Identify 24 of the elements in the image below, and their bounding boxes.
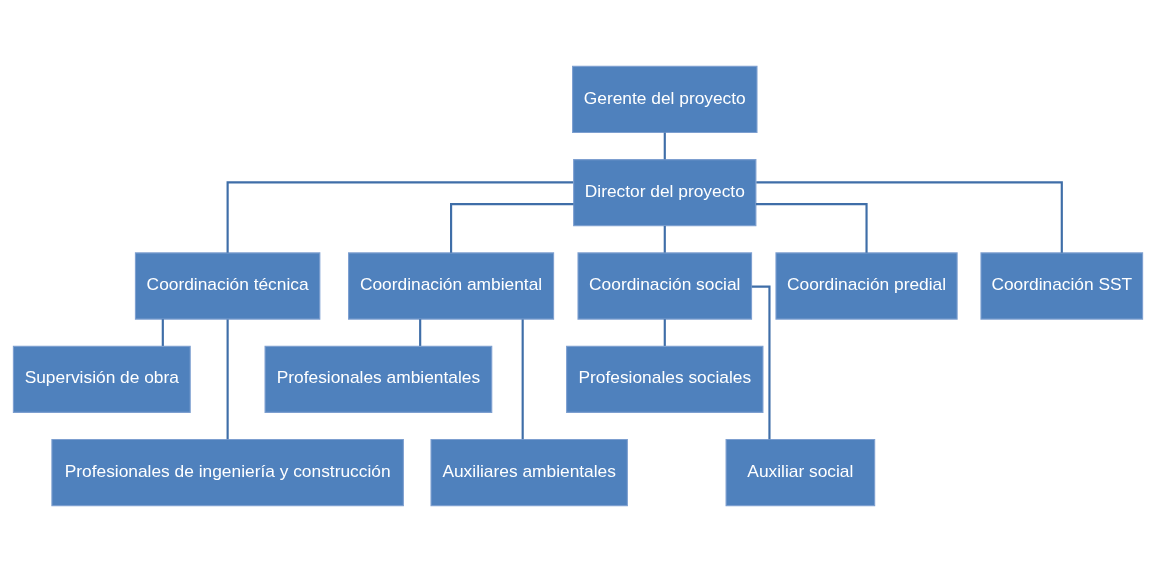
node-box: Profesionales ambientales <box>264 345 493 413</box>
node-box: Auxiliar social <box>725 438 876 506</box>
connector <box>450 202 574 253</box>
node-box: Coordinación ambiental <box>348 251 555 320</box>
connector <box>419 318 422 346</box>
node-box: Supervisión de obra <box>12 345 191 413</box>
node-box: Gerente del proyecto <box>572 65 758 133</box>
node-box: Auxiliares ambientales <box>430 438 628 506</box>
connector <box>756 180 1063 253</box>
connector <box>226 180 574 253</box>
connector <box>161 318 164 346</box>
node-box: Coordinación SST <box>980 251 1144 320</box>
node-box: Profesionales sociales <box>566 345 764 413</box>
node-box: Coordinación social <box>577 251 753 320</box>
node-box: Profesionales de ingeniería y construcción <box>51 438 404 506</box>
connector <box>226 318 229 439</box>
connector <box>755 202 868 253</box>
connector <box>663 132 666 159</box>
node-box: Coordinación técnica <box>134 251 321 320</box>
connector <box>521 318 524 439</box>
connector <box>663 225 666 253</box>
connector <box>663 318 666 346</box>
node-box: Coordinación predial <box>775 251 958 320</box>
node-box: Director del proyecto <box>573 158 757 226</box>
